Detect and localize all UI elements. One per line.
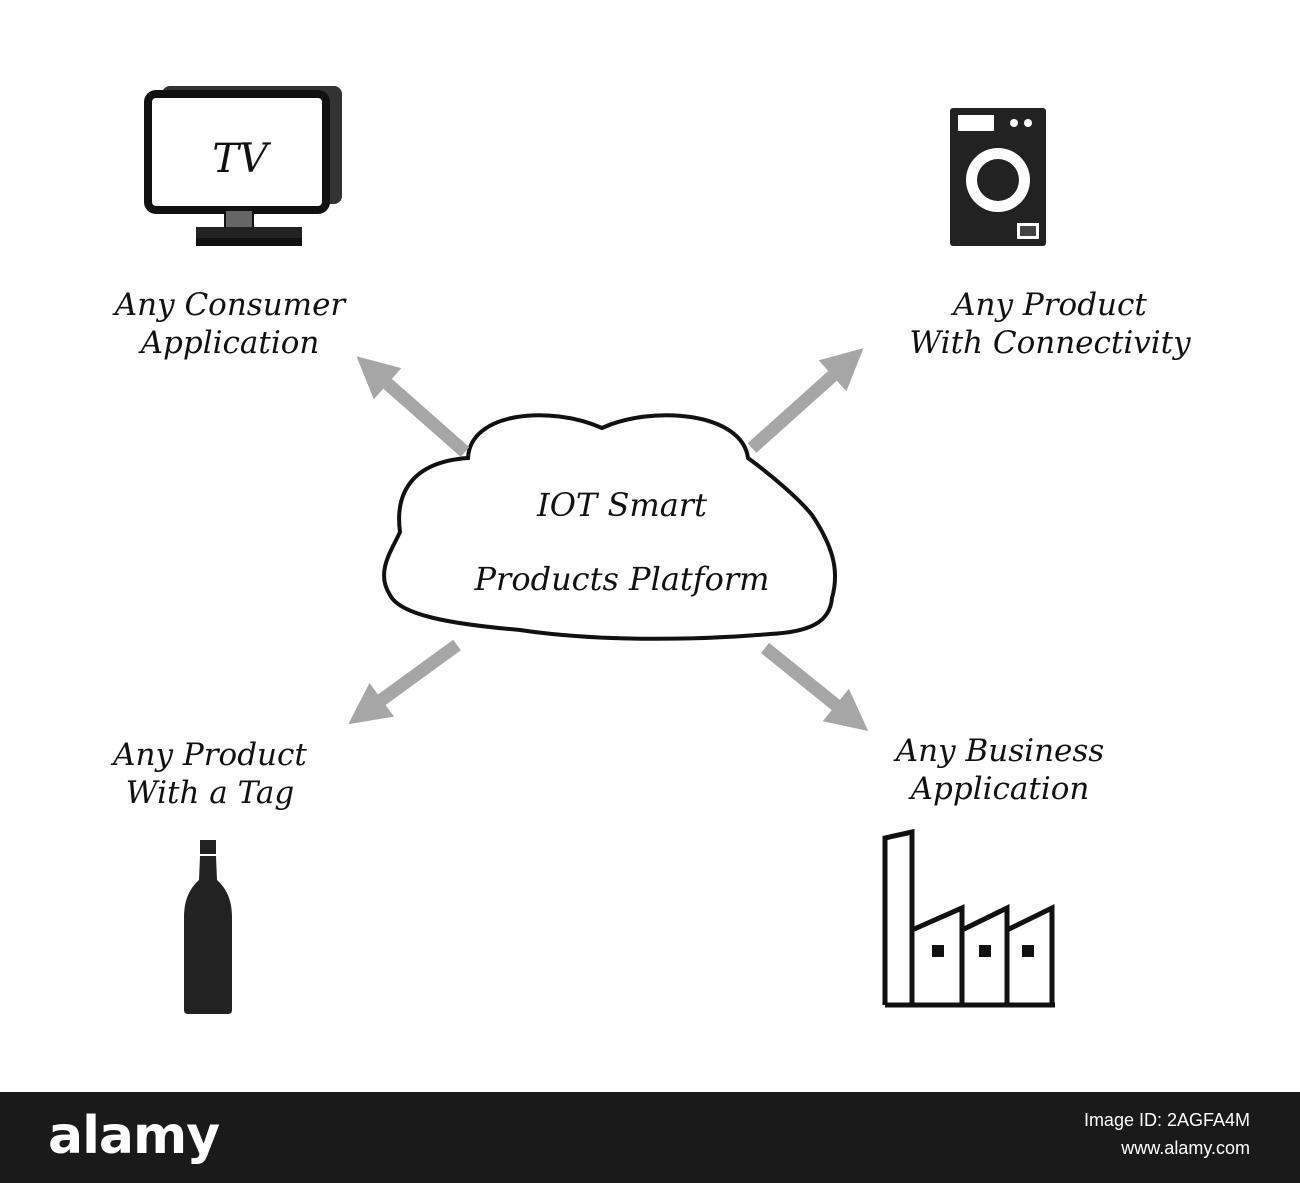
tv-icon-text: TV bbox=[212, 136, 272, 182]
factory-window-1 bbox=[932, 945, 944, 957]
label-consumer: Any Consumer Application bbox=[80, 286, 380, 362]
arrow-to-tag bbox=[348, 639, 461, 725]
diagram-canvas: IOT Smart Products Platform TV bbox=[144, 86, 1055, 1014]
factory-window-3 bbox=[1022, 945, 1034, 957]
cloud-shape bbox=[382, 413, 837, 641]
label-connectivity-line1: Any Product bbox=[953, 287, 1147, 323]
bottle-icon bbox=[184, 840, 232, 1014]
footer-site: www.alamy.com bbox=[1121, 1138, 1250, 1158]
center-title-line2: Products Platform bbox=[473, 560, 769, 598]
arrow-to-consumer bbox=[356, 356, 470, 457]
factory-icon bbox=[882, 828, 1055, 1008]
center-title-line1: IOT Smart bbox=[536, 486, 707, 524]
label-consumer-line1: Any Consumer bbox=[114, 287, 346, 323]
label-business-line2: Application bbox=[910, 771, 1090, 807]
label-tag-line1: Any Product bbox=[113, 737, 307, 773]
arrow-to-connectivity bbox=[747, 348, 864, 453]
footer-bar: alamy Image ID: 2AGFA4M www.alamy.com bbox=[0, 1092, 1300, 1183]
tv-icon: TV bbox=[144, 86, 342, 246]
label-connectivity-line2: With Connectivity bbox=[909, 325, 1191, 361]
washing-machine-icon bbox=[950, 108, 1046, 246]
factory-window-2 bbox=[979, 945, 991, 957]
label-business: Any Business Application bbox=[860, 732, 1140, 808]
footer-image-id: Image ID: 2AGFA4M bbox=[1083, 1110, 1250, 1130]
arrow-to-business bbox=[760, 642, 869, 732]
footer-brand: alamy bbox=[48, 1106, 220, 1166]
label-connectivity: Any Product With Connectivity bbox=[870, 286, 1230, 362]
label-tag: Any Product With a Tag bbox=[70, 736, 350, 812]
label-tag-line2: With a Tag bbox=[125, 775, 295, 811]
label-business-line1: Any Business bbox=[895, 733, 1105, 769]
label-consumer-line2: Application bbox=[140, 325, 320, 361]
